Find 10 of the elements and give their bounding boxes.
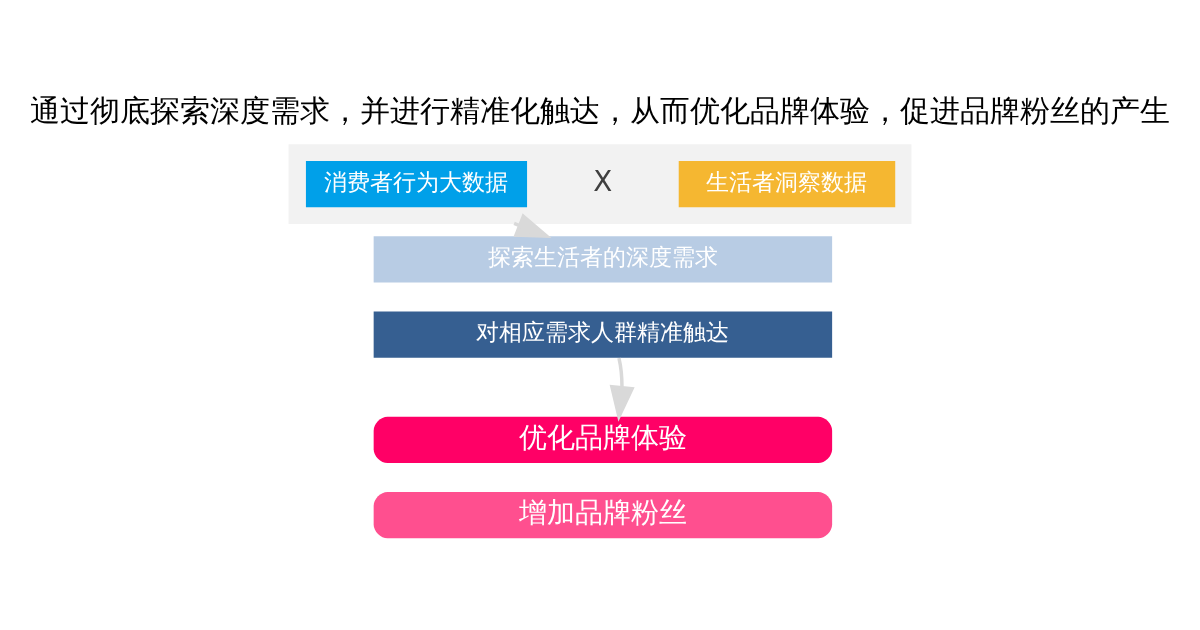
arrow	[609, 357, 635, 422]
node-box: 生活者洞察数据	[678, 160, 896, 207]
node-box: 探索生活者的深度需求	[373, 235, 833, 282]
label: X	[593, 164, 613, 198]
diagram-title: 通过彻底探索深度需求，并进行精准化触达，从而优化品牌体验，促进品牌粉丝的产生	[30, 92, 1170, 128]
node-box: 增加品牌粉丝	[373, 491, 833, 538]
node-box: 消费者行为大数据	[305, 160, 528, 207]
node-box: 优化品牌体验	[373, 416, 833, 463]
cluster	[288, 143, 912, 224]
node-box: 对相应需求人群精准触达	[373, 310, 833, 358]
